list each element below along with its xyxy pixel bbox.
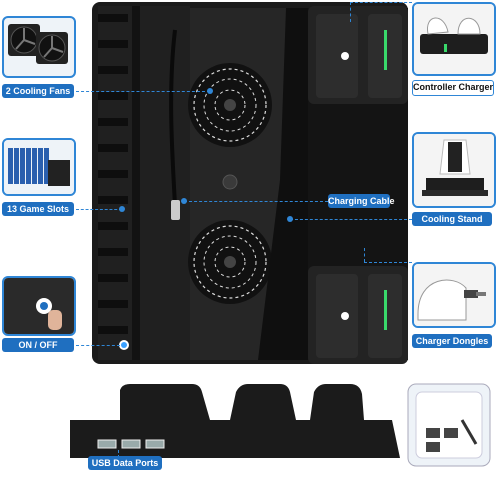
controller-charger-label: Controller Charger	[412, 80, 494, 96]
charging-cable	[169, 29, 177, 206]
game-slots-panel	[2, 138, 76, 196]
controller-icon	[414, 4, 494, 74]
fan-icon	[188, 63, 272, 147]
controller-charger-dock-bottom	[308, 266, 408, 364]
charging-cable-label: Charging Cable	[328, 194, 395, 208]
game-slots	[98, 6, 190, 360]
cooling-fans-label: 2 Cooling Fans	[2, 84, 74, 98]
cooling-stand-label: Cooling Stand	[412, 212, 492, 226]
on-off-label: ON / OFF	[2, 338, 74, 352]
fan-icon	[8, 24, 68, 64]
dongle-icon	[414, 264, 494, 326]
cooling-fans-panel	[2, 16, 76, 78]
charger-side-view	[70, 384, 400, 458]
charger-dongles-panel	[412, 262, 496, 328]
usb-ports-label: USB Data Ports	[88, 456, 162, 470]
game-slots-label: 13 Game Slots	[2, 202, 74, 216]
game-case-icon	[4, 140, 74, 194]
console-icon	[414, 134, 494, 206]
power-icon	[4, 278, 74, 334]
dongle-case	[407, 383, 491, 467]
usb-port-icon	[97, 439, 165, 449]
cooling-stand-panel	[412, 132, 496, 208]
cooling-stand-device	[92, 2, 408, 364]
on-off-panel	[2, 276, 76, 336]
fan-icon	[188, 220, 272, 304]
controller-charger-panel	[412, 2, 496, 76]
power-icon	[119, 340, 129, 350]
charger-dongles-label: Charger Dongles	[412, 334, 492, 348]
controller-charger-dock-top	[308, 6, 408, 104]
